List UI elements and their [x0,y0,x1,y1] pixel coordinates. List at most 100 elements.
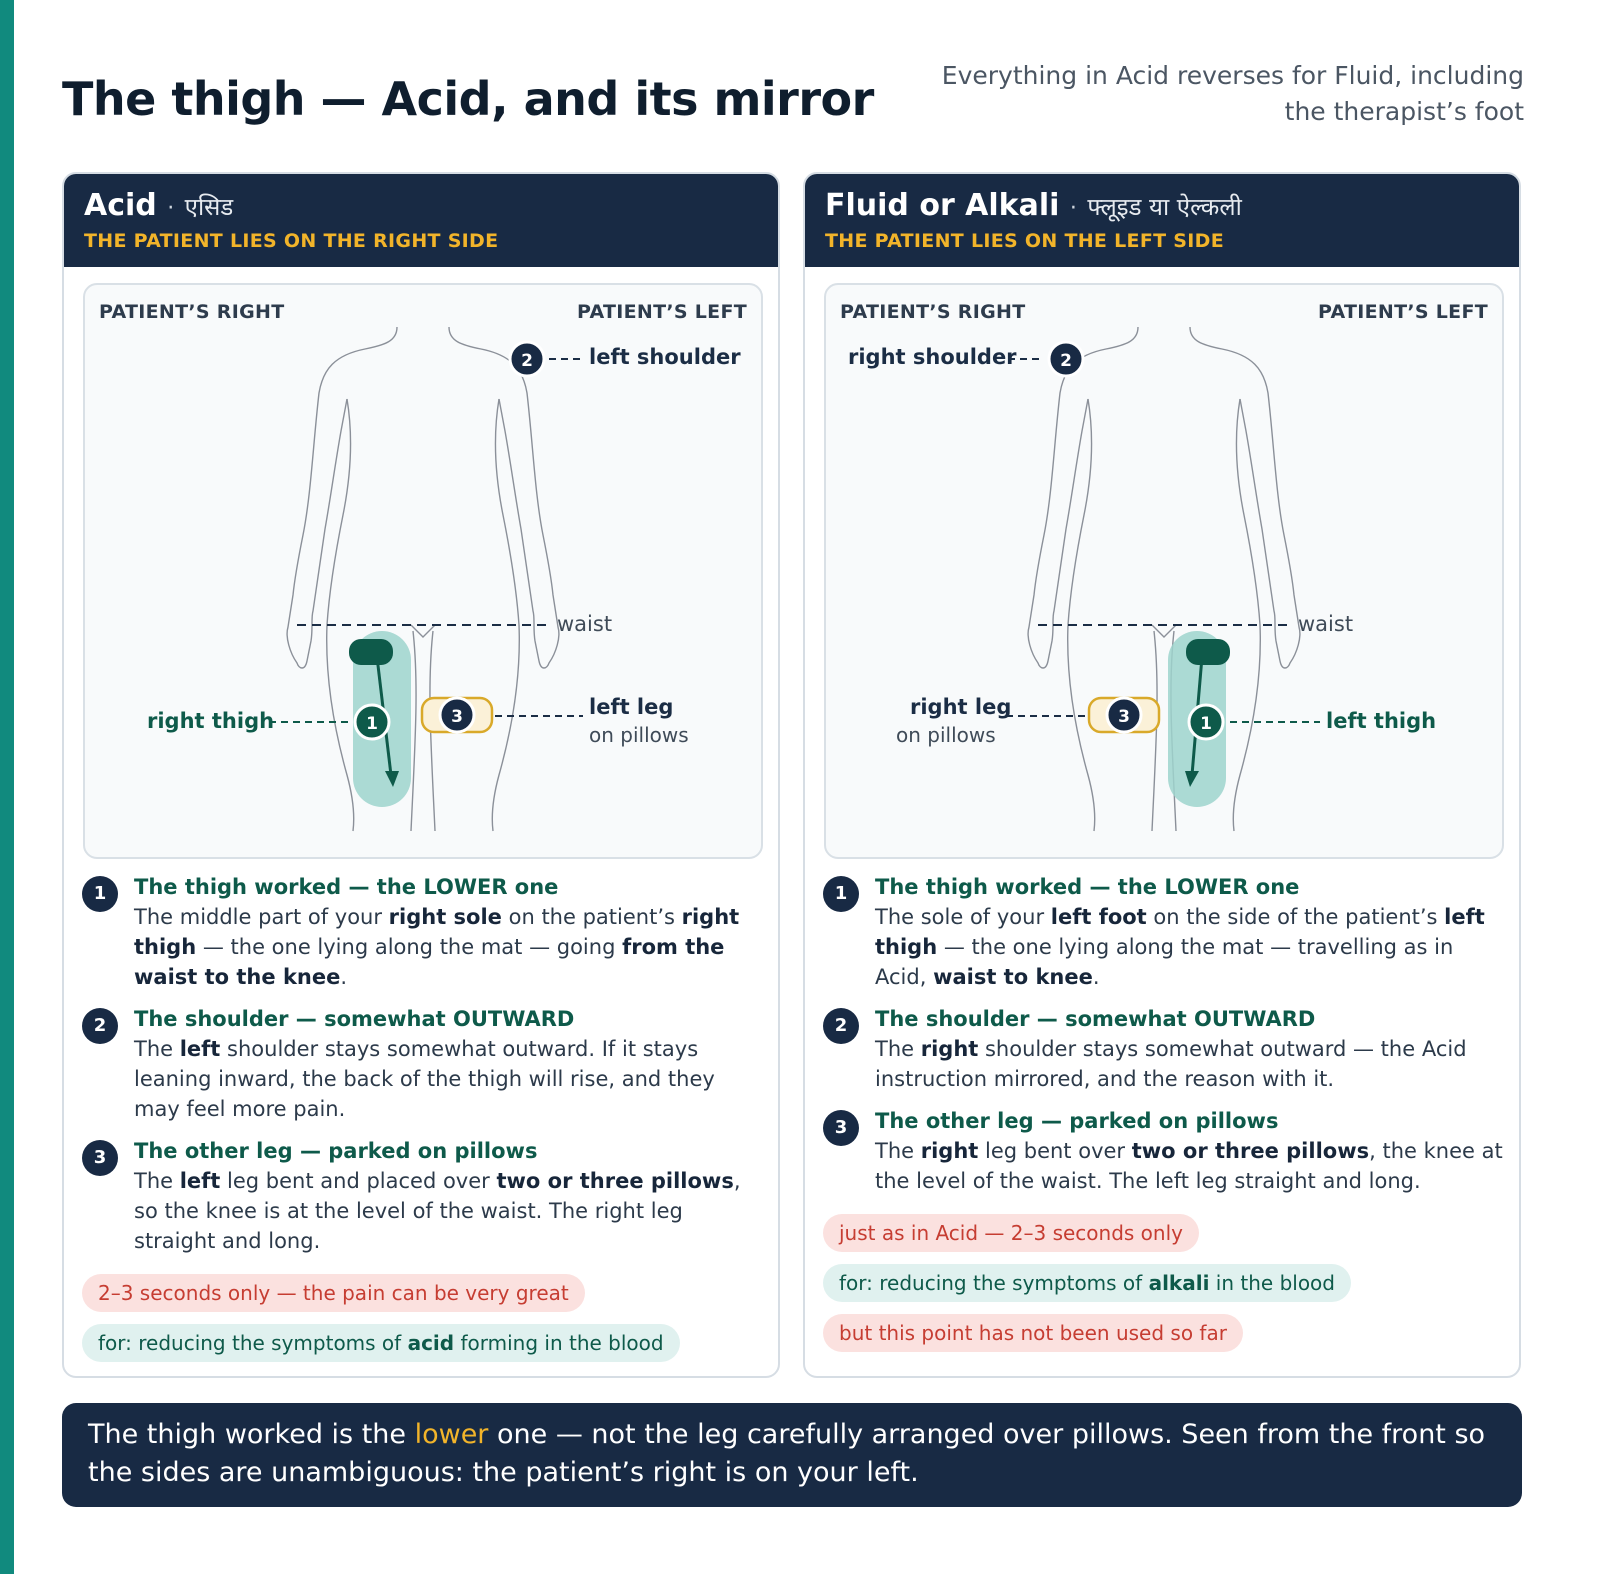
step-number: 3 [823,1110,859,1146]
steps-list: 1 The thigh worked — the LOWER one The m… [82,872,762,1268]
text-run: The middle part of your [134,905,389,929]
step-item: 3 The other leg — parked on pillows The … [823,1106,1503,1196]
title-separator: · [1069,196,1077,221]
emphasis-text: right sole [388,905,502,929]
step-item: 2 The shoulder — somewhat OUTWARD The le… [82,1004,762,1124]
text-run: , so the knee is at the level of the wai… [134,1169,741,1253]
step-body: The left leg bent and placed over two or… [134,1166,762,1256]
panel-title-text: Fluid or Alkali [825,188,1060,223]
emphasis-text: left foot [1050,905,1147,929]
footer-text-start: The thigh worked is the [88,1419,415,1450]
emphasis-text: from the waist to the knee [134,935,725,989]
text-run: 2–3 seconds only — the pain can be very … [98,1281,569,1305]
step-body: The right leg bent over two or three pil… [875,1136,1503,1196]
text-run: The sole of your [875,905,1051,929]
body-figure: 1 3 2 PATIENT’S RIGHT PATIENT’S LEFT lef… [83,283,763,859]
step-number: 1 [82,876,118,912]
text-run: shoulder stays somewhat outward — the Ac… [875,1037,1467,1091]
step-number: 2 [823,1008,859,1044]
emphasis-text: left [179,1169,221,1193]
emphasis-text: left thigh [875,905,1485,959]
pill-list: 2–3 seconds only — the pain can be very … [82,1274,680,1374]
arrow-head-icon [1185,771,1199,787]
body-figure: 1 3 2 PATIENT’S RIGHT PATIENT’S LEFT rig… [824,283,1504,859]
text-run: The [134,1169,180,1193]
step-title: The other leg — parked on pillows [875,1109,1279,1133]
label-leg: left leg [589,695,674,719]
text-run: — the one lying along the mat — travelli… [875,935,1454,989]
panel-acid: Acid · एसिड THE PATIENT LIES ON THE RIGH… [62,172,780,1378]
side-label-left: PATIENT’S LEFT [1317,301,1488,323]
panel-title: Acid · एसिड [84,188,778,223]
text-run: The [134,1037,180,1061]
foot-icon [349,639,393,665]
emphasis-text: two or three pillows [1131,1139,1370,1163]
text-run: — the one lying along the mat — going [196,935,623,959]
marker-1 [353,703,391,741]
text-run: The [875,1139,921,1163]
page-title: The thigh — Acid, and its mirror [62,72,874,126]
panel-title-native: एसिड [184,193,234,221]
step-title: The shoulder — somewhat OUTWARD [134,1007,575,1031]
accent-bar [0,0,14,1574]
note-pill: but this point has not been used so far [823,1314,1243,1352]
emphasis-text: right [920,1139,979,1163]
step-number: 3 [82,1140,118,1176]
emphasis-text: acid [407,1331,455,1355]
emphasis-text: alkali [1148,1271,1210,1295]
title-separator: · [167,196,175,221]
step-title: The thigh worked — the LOWER one [875,875,1300,899]
foot-icon [1186,639,1230,665]
marker-1-label: 1 [366,714,378,734]
side-label-right: PATIENT’S RIGHT [99,301,285,323]
label-leg-sub: on pillows [896,723,996,747]
text-run: , the knee at the level of the waist. Th… [875,1139,1503,1193]
text-run: . [340,965,348,989]
emphasis-text: two or three pillows [496,1169,734,1193]
marker-1-label: 1 [1200,714,1212,734]
purpose-pill: for: reducing the symptoms of acid formi… [82,1324,680,1362]
text-run: on the patient’s [501,905,682,929]
purpose-pill: for: reducing the symptoms of alkali in … [823,1264,1351,1302]
page-subtitle: Everything in Acid reverses for Fluid, i… [941,61,1524,126]
label-waist: waist [1298,612,1354,636]
label-leg: right leg [910,695,1012,719]
step-body: The middle part of your right sole on th… [134,902,762,992]
pill-list: just as in Acid — 2–3 seconds only for: … [823,1214,1351,1364]
step-item: 2 The shoulder — somewhat OUTWARD The ri… [823,1004,1503,1094]
label-shoulder: right shoulder [848,345,1017,369]
side-label-right: PATIENT’S RIGHT [840,301,1026,323]
label-thigh: right thigh [147,709,275,733]
text-run: in the blood [1209,1271,1335,1295]
step-title: The thigh worked — the LOWER one [134,875,559,899]
text-run: leg bent over [978,1139,1132,1163]
marker-3-label: 3 [451,707,463,727]
step-title: The shoulder — somewhat OUTWARD [875,1007,1316,1031]
warning-pill: 2–3 seconds only — the pain can be very … [82,1274,585,1312]
text-run: shoulder stays somewhat outward. If it s… [134,1037,715,1121]
side-label-left: PATIENT’S LEFT [576,301,747,323]
footer-highlight: lower [414,1419,489,1450]
marker-3-label: 3 [1118,707,1130,727]
text-run: leg bent and placed over [220,1169,497,1193]
step-number: 2 [82,1008,118,1044]
text-run: . [1092,965,1100,989]
text-run: for: reducing the symptoms of [98,1331,408,1355]
footer-note: The thigh worked is the lower one — not … [62,1403,1522,1507]
text-run: forming in the blood [454,1331,664,1355]
body-outline-svg: 1 3 2 [269,326,583,832]
marker-2-label: 2 [1060,351,1072,371]
panel-subtitle: THE PATIENT LIES ON THE RIGHT SIDE [84,230,499,252]
label-waist: waist [557,612,613,636]
step-body: The right shoulder stays somewhat outwar… [875,1034,1503,1094]
steps-list: 1 The thigh worked — the LOWER one The s… [823,872,1503,1208]
panel-header: Acid · एसिड THE PATIENT LIES ON THE RIGH… [64,174,778,267]
marker-1 [1187,703,1225,741]
marker-2 [508,340,546,378]
step-item: 1 The thigh worked — the LOWER one The s… [823,872,1503,992]
emphasis-text: waist to knee [933,965,1093,989]
text-run: just as in Acid — 2–3 seconds only [839,1221,1183,1245]
emphasis-text: right [920,1037,979,1061]
step-item: 3 The other leg — parked on pillows The … [82,1136,762,1256]
panel-title-text: Acid [84,188,157,223]
